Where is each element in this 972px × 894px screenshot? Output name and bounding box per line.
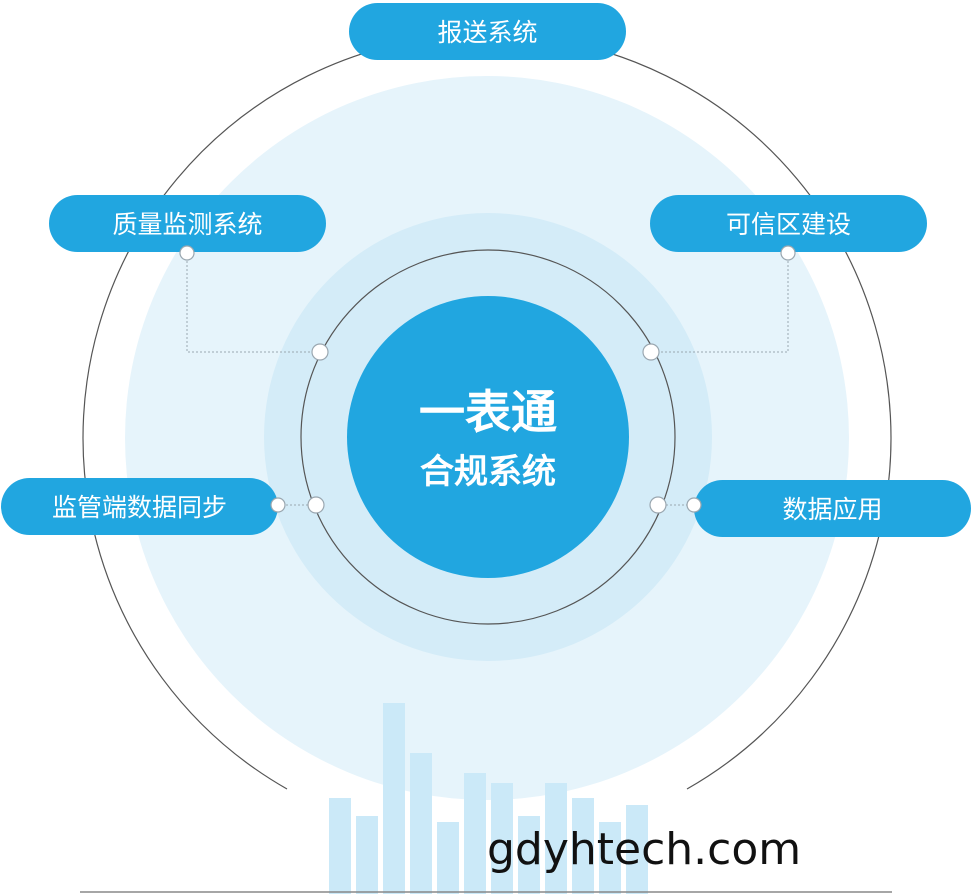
module-pill	[349, 3, 626, 60]
node-dot	[311, 343, 329, 361]
module-upper-left-label: 质量监测系统	[112, 210, 262, 239]
deco-bar	[599, 822, 621, 894]
deco-bar	[626, 805, 648, 894]
core-circle	[347, 296, 629, 578]
module-upper-left[interactable]: 质量监测系统	[49, 195, 326, 252]
watermark-text: gdyhtech.com	[487, 824, 801, 875]
deco-bar	[356, 816, 378, 894]
deco-bar	[518, 816, 540, 894]
deco-bar	[491, 783, 513, 894]
module-pill	[1, 478, 278, 535]
deco-bar	[572, 798, 594, 894]
node-dot	[649, 496, 667, 514]
module-top-label: 报送系统	[437, 18, 537, 47]
module-lower-left-label: 监管端数据同步	[52, 493, 227, 522]
deco-bar	[410, 753, 432, 894]
node-dot	[270, 497, 286, 513]
connector-upper-right	[651, 253, 789, 353]
module-lower-right[interactable]: 数据应用	[694, 480, 971, 537]
deco-bar	[383, 703, 405, 894]
node-dot	[686, 497, 702, 513]
inner-orbit	[300, 249, 676, 625]
module-lower-left[interactable]: 监管端数据同步	[1, 478, 278, 535]
node-dot	[179, 245, 195, 261]
core-subtitle: 合规系统	[420, 452, 556, 492]
node-dot	[307, 496, 325, 514]
deco-bar	[329, 798, 351, 894]
node-dot	[780, 245, 796, 261]
deco-bar	[464, 773, 486, 894]
bar-chart-decoration	[329, 703, 648, 894]
module-lower-right-label: 数据应用	[782, 495, 882, 524]
module-upper-right-label: 可信区建设	[726, 210, 851, 239]
node-dot	[642, 343, 660, 361]
connector-nodes	[179, 245, 796, 514]
module-pill	[49, 195, 326, 252]
connector-upper-left	[186, 253, 320, 353]
core-title: 一表通	[419, 385, 557, 439]
module-top[interactable]: 报送系统	[349, 3, 626, 60]
deco-bar	[437, 822, 459, 894]
module-upper-right[interactable]: 可信区建设	[650, 195, 927, 252]
deco-bar	[545, 783, 567, 894]
module-pill	[650, 195, 927, 252]
module-pill	[694, 480, 971, 537]
